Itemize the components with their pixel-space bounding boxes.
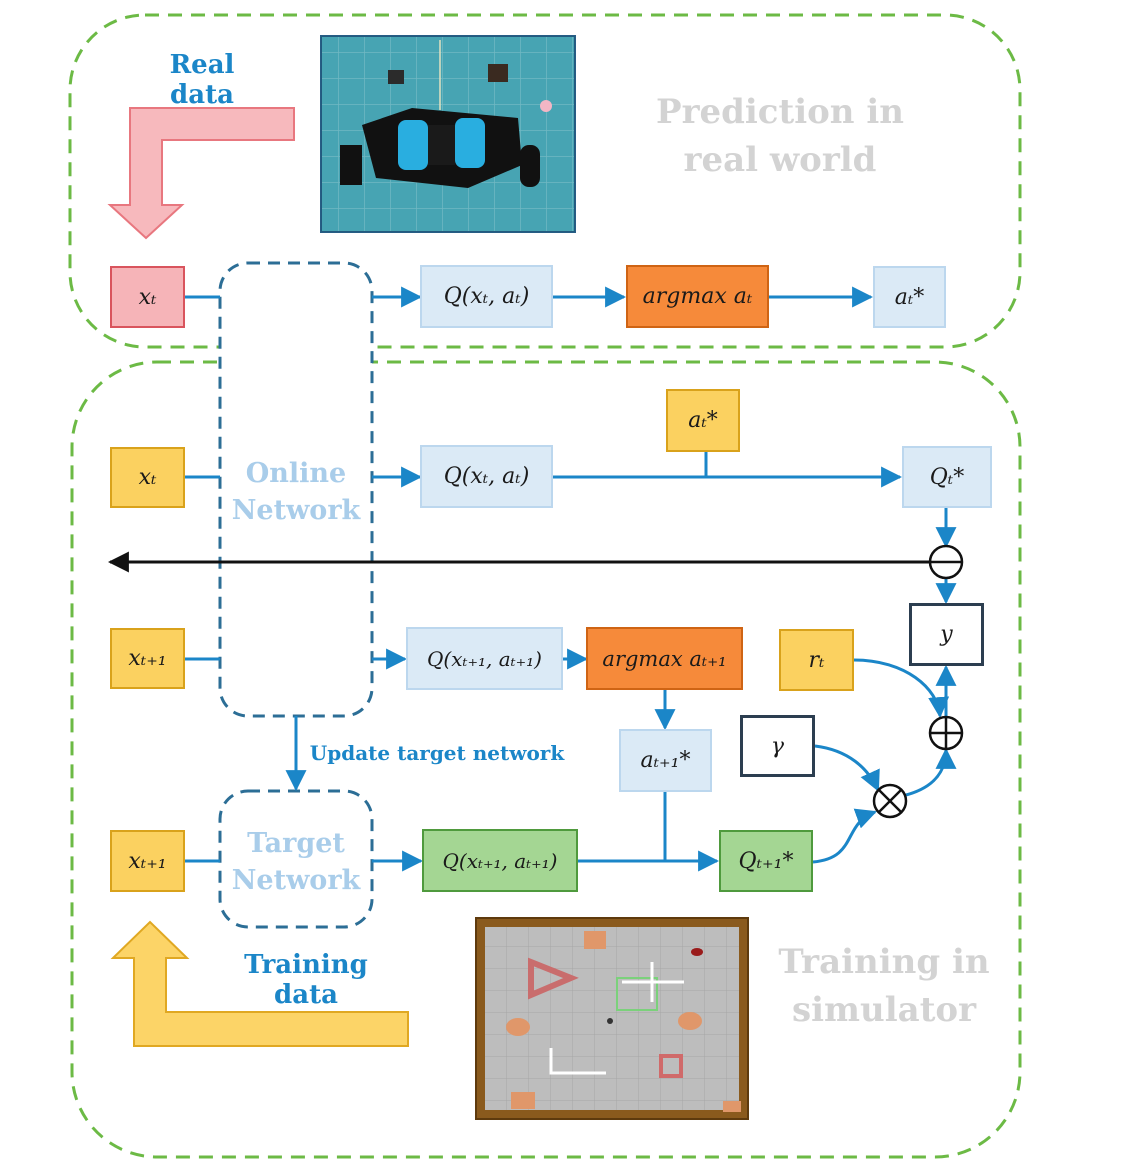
target-network-label: Target Network bbox=[231, 828, 361, 896]
training-data-label: Training data bbox=[244, 950, 368, 1010]
sim-target-y: y bbox=[909, 603, 984, 666]
sim-input-x-t: xₜ bbox=[110, 447, 185, 508]
simulator-section-title: Training in simulator bbox=[778, 942, 990, 1030]
training-data-arrow bbox=[110, 920, 409, 1047]
real-world-section-title: Prediction in real world bbox=[656, 92, 904, 180]
sim-gamma: γ bbox=[740, 715, 815, 777]
sim-q-value: Q(xₜ, aₜ) bbox=[420, 445, 553, 508]
real-data-arrow bbox=[107, 107, 295, 240]
update-target-label: Update target network bbox=[309, 741, 565, 765]
real-q-value: Q(xₜ, aₜ) bbox=[420, 265, 553, 328]
online-network-label: Online Network bbox=[231, 458, 361, 526]
simulator-section-border bbox=[70, 360, 1022, 1159]
real-optimal-action: aₜ* bbox=[873, 266, 946, 328]
sim-input-x-t1-target: xₜ₊₁ bbox=[110, 830, 185, 892]
sim-q-star: Qₜ* bbox=[902, 446, 992, 508]
sim-reward: rₜ bbox=[779, 629, 854, 691]
sim-q-next-online: Q(xₜ₊₁, aₜ₊₁) bbox=[406, 627, 563, 690]
real-world-section-border bbox=[68, 13, 1022, 349]
sim-optimal-next-action: aₜ₊₁* bbox=[619, 729, 712, 792]
sim-argmax-next: argmax aₜ₊₁ bbox=[586, 627, 743, 690]
real-argmax: argmax aₜ bbox=[626, 265, 769, 328]
sim-optimal-action: aₜ* bbox=[666, 389, 740, 452]
real-data-label: Real data bbox=[169, 50, 235, 110]
sim-q-star-next: Qₜ₊₁* bbox=[719, 830, 813, 892]
real-input-x-t: xₜ bbox=[110, 266, 185, 328]
simulator-screenshot bbox=[475, 917, 749, 1120]
sim-input-x-t1-online: xₜ₊₁ bbox=[110, 628, 185, 689]
sim-q-next-target: Q(xₜ₊₁, aₜ₊₁) bbox=[422, 829, 578, 892]
underwater-robot-photo bbox=[320, 35, 576, 233]
